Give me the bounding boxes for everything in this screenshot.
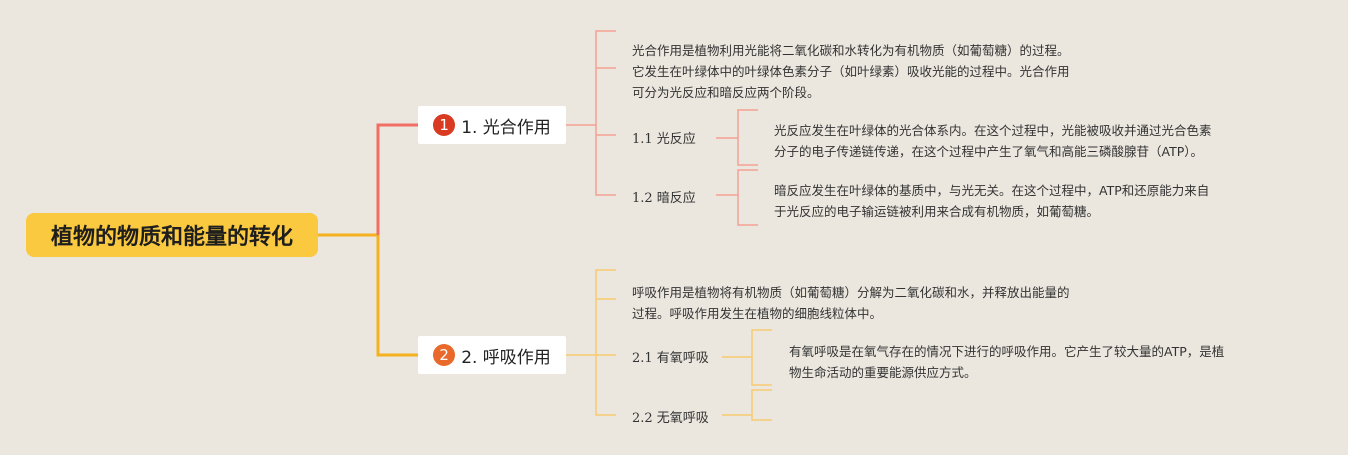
connector-child-1-1 <box>716 109 758 166</box>
bracket-branch1 <box>595 30 616 196</box>
photosynthesis-description: 光合作用是植物利用光能将二氧化碳和水转化为有机物质（如葡萄糖）的过程。 它发生在… <box>632 43 1070 100</box>
branch-label: 2. 呼吸作用 <box>461 347 551 368</box>
subtopic-light-reaction[interactable]: 1.1 光反应 <box>632 132 696 147</box>
dark-reaction-description: 暗反应发生在叶绿体的基质中，与光无关。在这个过程中，ATP和还原能力来自 于光反… <box>774 183 1210 219</box>
bracket-branch2 <box>595 269 616 416</box>
light-reaction-description: 光反应发生在叶绿体的光合体系内。在这个过程中，光能被吸收并通过光合色素 分子的电… <box>774 123 1212 159</box>
branch-respiration[interactable]: 2 2. 呼吸作用 <box>418 336 566 374</box>
number-badge: 1 <box>433 114 456 136</box>
connector-root-branch2 <box>376 235 418 357</box>
connector-root-branch1 <box>376 123 418 235</box>
branch-photosynthesis[interactable]: 1 1. 光合作用 <box>418 106 566 144</box>
subtopic-dark-reaction[interactable]: 1.2 暗反应 <box>632 191 696 206</box>
connector-child-1-2 <box>716 169 758 226</box>
subtopic-anaerobic-respiration[interactable]: 2.2 无氧呼吸 <box>632 411 709 426</box>
number-badge: 2 <box>433 344 456 366</box>
connector-child-2-1 <box>722 329 772 386</box>
respiration-description: 呼吸作用是植物将有机物质（如葡萄糖）分解为二氧化碳和水，并释放出能量的 过程。呼… <box>632 285 1070 321</box>
aerobic-respiration-description: 有氧呼吸是在氧气存在的情况下进行的呼吸作用。它产生了较大量的ATP，是植 物生命… <box>789 344 1225 380</box>
root-topic[interactable]: 植物的物质和能量的转化 <box>26 213 318 257</box>
connector-child-2-2 <box>722 389 772 421</box>
branch-label: 1. 光合作用 <box>461 117 551 138</box>
subtopic-aerobic-respiration[interactable]: 2.1 有氧呼吸 <box>632 351 709 366</box>
